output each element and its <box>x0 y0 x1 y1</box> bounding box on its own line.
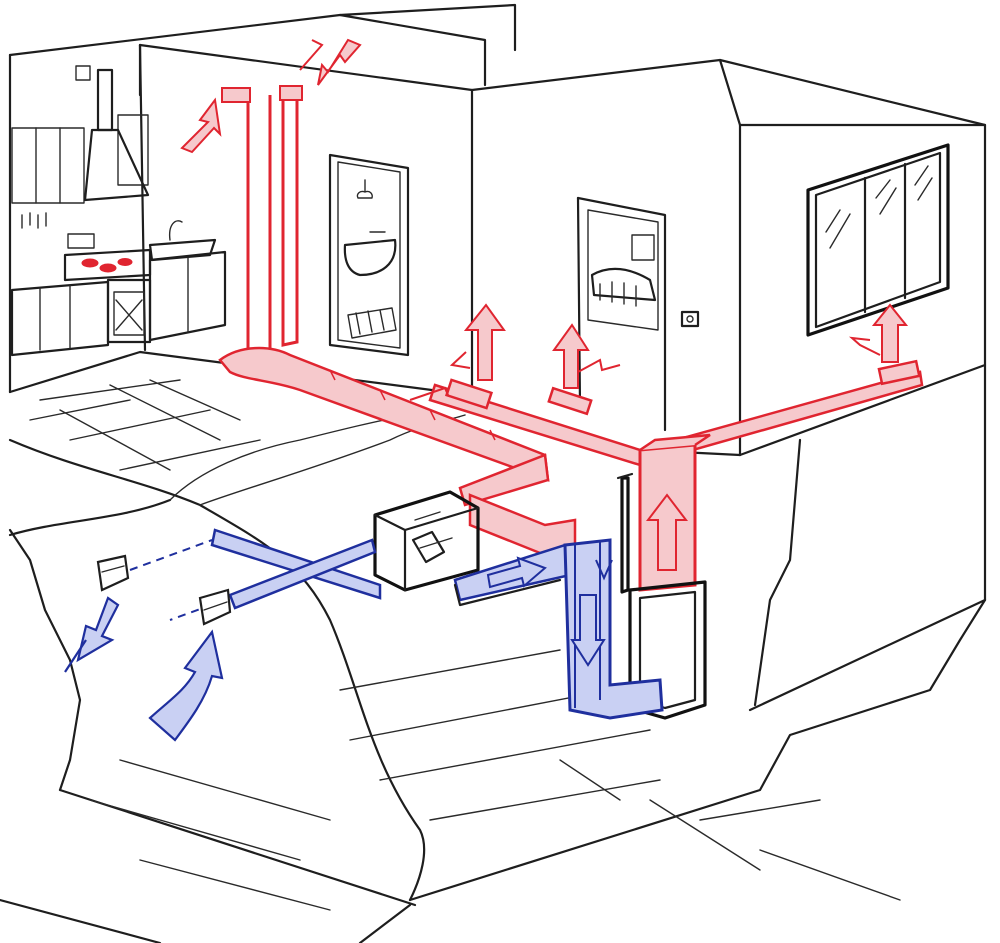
airflow-arrow-icon <box>486 556 547 589</box>
bed-icon <box>590 267 657 307</box>
kitchen-hood-icon <box>83 68 150 202</box>
exhaust-grille-icon <box>96 554 130 592</box>
kitchen <box>10 65 227 357</box>
exhaust-grille-icon <box>444 378 494 410</box>
airflow-arrow-icon <box>148 629 224 742</box>
sink-icon <box>148 220 217 262</box>
kitchen-riser-duct <box>246 92 272 357</box>
airflow-arrow-icon <box>570 594 606 667</box>
wall-cabinet-right <box>117 114 149 186</box>
bathroom <box>328 153 410 357</box>
bathtub-icon <box>343 231 397 277</box>
airflow-arrow-icon <box>299 38 362 86</box>
wall-switch-icon <box>680 310 700 328</box>
airflow-arrow-icon <box>848 303 909 363</box>
warm-air-duct-network <box>218 85 924 592</box>
airflow-arrow-icon <box>64 596 120 673</box>
exhaust-grille-icon <box>221 87 251 103</box>
warm-airflow-arrows <box>180 38 909 571</box>
airflow-arrow-icon <box>449 303 506 381</box>
bedroom <box>576 196 700 432</box>
airflow-arrow-icon <box>552 323 621 389</box>
window-icon <box>806 143 950 337</box>
heat-recovery-unit-icon <box>373 490 480 592</box>
shower-icon <box>356 179 373 199</box>
airflow-arrow-icon <box>645 493 689 571</box>
airflow-arrow-icon <box>180 97 222 154</box>
cold-airflow-arrows <box>64 556 613 742</box>
airflow-arrow-icon <box>409 386 449 401</box>
house-structure <box>0 3 987 943</box>
airflow-arrow-icon <box>595 559 613 581</box>
intake-grille-icon <box>198 588 232 626</box>
wall-switch-icon <box>75 65 91 81</box>
fresh-air-intake-duct <box>210 528 382 600</box>
upper-cabinets <box>11 127 85 204</box>
